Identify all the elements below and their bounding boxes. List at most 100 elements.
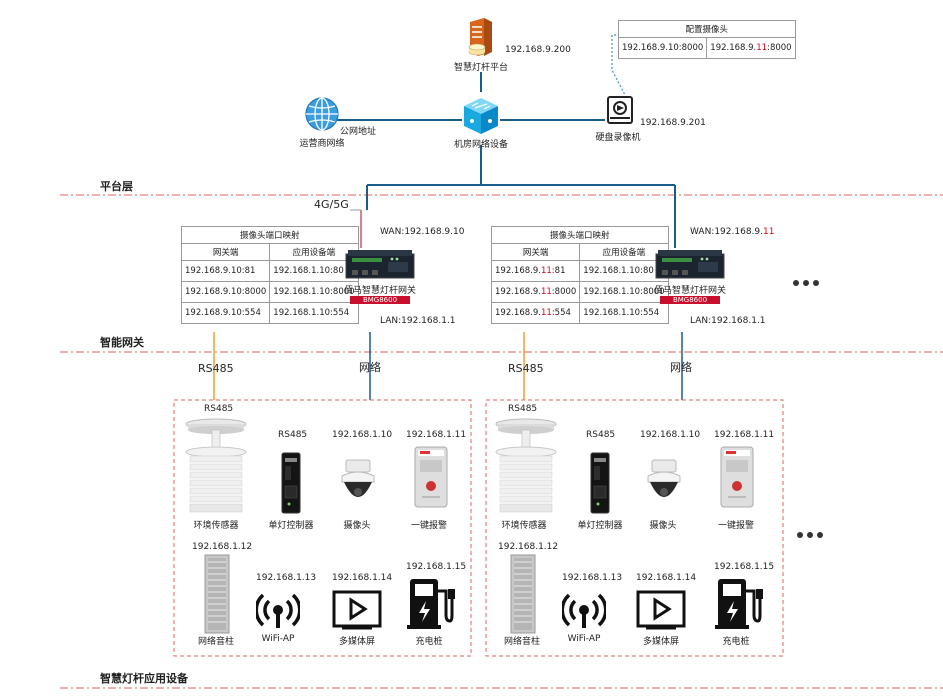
dome-camera-icon [341, 459, 375, 497]
charger-label: 充电桩 [722, 637, 750, 647]
internet-label: 运营商网络 [299, 139, 345, 149]
wifi-icon [562, 593, 606, 628]
app-group-1: RS485 环境传感器 RS485 单灯控制器 192.168.1.10 摄像头… [174, 400, 471, 656]
env-rs485-label: RS485 [508, 404, 538, 414]
wifi-ip: 192.168.1.13 [256, 573, 317, 583]
gw-cell: 192.168.9.11:554 [490, 302, 581, 324]
camera-config-cell-1: 192.168.9.10:8000 [617, 37, 708, 59]
apps-layer-label: 智慧灯杆应用设备 [100, 672, 188, 685]
gw-cell-red: 11 [540, 266, 552, 276]
wifi-ip: 192.168.1.13 [562, 573, 623, 583]
platform-layer-label: 平台层 [100, 180, 133, 193]
nvr-icon [607, 96, 633, 124]
network-switch-icon [464, 98, 498, 134]
col-gateway: 网关端 [180, 243, 271, 261]
nvr-ip: 192.168.9.201 [640, 118, 706, 128]
gw-cell: 192.168.9.11:81 [490, 260, 581, 282]
camera-config-cell-2-post: :8000 [767, 43, 792, 53]
screen-label: 多媒体屏 [338, 637, 376, 647]
gw-cell: 192.168.9.10:81 [180, 260, 271, 282]
gw-cell-pre: 192.168.9. [495, 308, 541, 318]
table-row: 192.168.9.11:8000 192.168.1.10:8000 [490, 281, 669, 303]
port-map-table-2: 摄像头端口映射 网关端 应用设备端 192.168.9.11:81 192.16… [490, 226, 669, 324]
alarm-box-icon [720, 446, 754, 508]
wan-label-2: WAN:192.168.9.11 [690, 227, 774, 237]
dome-camera-icon [647, 459, 681, 497]
gw-cell-pre: 192.168.9. [495, 287, 541, 297]
camera-config-cell-2-pre: 192.168.9. [710, 43, 757, 53]
screen-ip: 192.168.1.14 [332, 573, 393, 583]
screen-ip: 192.168.1.14 [636, 573, 697, 583]
switch-label: 机房网络设备 [453, 140, 509, 150]
gw-cell-red: 11 [540, 287, 552, 297]
ctrl-bus-label: RS485 [586, 430, 616, 440]
lan-label-1: LAN:192.168.1.1 [380, 316, 456, 326]
column-speaker-icon [510, 554, 536, 634]
port-map-title: 摄像头端口映射 [181, 226, 359, 244]
4g-5g-label: 4G/5G [314, 198, 349, 211]
speaker-label: 网络音柱 [197, 637, 235, 647]
more-dots-icon [793, 271, 823, 290]
charger-ip: 192.168.1.15 [406, 562, 467, 572]
lamp-controller-icon [590, 452, 610, 514]
speaker-label: 网络音柱 [503, 637, 541, 647]
table-row: 192.168.9.11:81 192.168.1.10:80 [490, 260, 669, 282]
weather-sensor-icon [185, 418, 247, 513]
alarm-box-icon [414, 446, 448, 508]
camera-config-title: 配置摄像头 [618, 20, 796, 38]
gw-cell-pre: 192.168.9. [495, 266, 541, 276]
app-cell: 192.168.1.10:554 [269, 302, 359, 324]
charger-label: 充电桩 [415, 637, 443, 647]
camera-config-cell-2-red: 11 [756, 43, 768, 53]
env-rs485-label: RS485 [204, 404, 234, 414]
gw-cell-pre: 192.168.9.10:8000 [185, 287, 267, 297]
table-row: 192.168.9.11:554 192.168.1.10:554 [490, 302, 669, 324]
camera-label: 摄像头 [649, 521, 677, 531]
lamp-controller-icon [281, 452, 301, 514]
rs485-label-2: RS485 [508, 362, 544, 375]
gw-cell-post: :8000 [551, 287, 577, 297]
speaker-ip: 192.168.1.12 [498, 542, 559, 552]
globe-icon [305, 97, 339, 131]
gw-cell: 192.168.9.10:554 [180, 302, 271, 324]
app-cell: 192.168.1.10:554 [579, 302, 669, 324]
wan-label-1: WAN:192.168.9.10 [380, 227, 464, 237]
table-row: 192.168.9.10:8000 192.168.1.10:8000 [180, 281, 359, 303]
ctrl-bus-label: RS485 [278, 430, 308, 440]
nvr-label: 硬盘录像机 [595, 133, 641, 143]
speaker-ip: 192.168.1.12 [192, 542, 253, 552]
gw-cell-post: :81 [551, 266, 566, 276]
media-screen-icon [332, 590, 382, 630]
gw-cell: 192.168.9.10:8000 [180, 281, 271, 303]
port-map-title: 摄像头端口映射 [491, 226, 669, 244]
wifi-icon [256, 593, 300, 628]
server-icon [468, 18, 492, 56]
wan-pre: WAN:192.168.9. [690, 227, 763, 237]
wan-pre: WAN:192.168.9.10 [380, 227, 465, 237]
public-address-label: 公网地址 [340, 127, 377, 137]
gw-cell: 192.168.9.11:8000 [490, 281, 581, 303]
gateway-name-1: 佰马智慧灯杆网关 [343, 286, 417, 296]
wifi-label: WiFi-AP [261, 634, 295, 644]
ctrl-label: 单灯控制器 [268, 521, 314, 531]
gw-cell-post: :554 [551, 308, 571, 318]
net-label-1: 网络 [359, 361, 381, 374]
app-group-2: RS485 环境传感器 RS485 单灯控制器 192.168.1.10 摄像头… [486, 400, 783, 656]
gateway-name-2: 佰马智慧灯杆网关 [653, 286, 727, 296]
gw-cell-pre: 192.168.9.10:81 [185, 266, 256, 276]
screen-label: 多媒体屏 [642, 637, 680, 647]
camera-label: 摄像头 [343, 521, 371, 531]
app-group-border-1 [173, 399, 472, 657]
weather-sensor-icon [495, 418, 557, 513]
wifi-label: WiFi-AP [567, 634, 601, 644]
alarm-ip: 192.168.1.11 [714, 430, 775, 440]
env-sensor-label: 环境传感器 [501, 521, 547, 531]
gateway-device-icon [345, 250, 415, 279]
alarm-ip: 192.168.1.11 [406, 430, 467, 440]
more-dots-icon [797, 523, 827, 542]
gateway-layer-label: 智能网关 [100, 336, 144, 349]
ctrl-label: 单灯控制器 [577, 521, 623, 531]
lan-label-2: LAN:192.168.1.1 [690, 316, 766, 326]
ev-charger-icon [407, 579, 455, 629]
